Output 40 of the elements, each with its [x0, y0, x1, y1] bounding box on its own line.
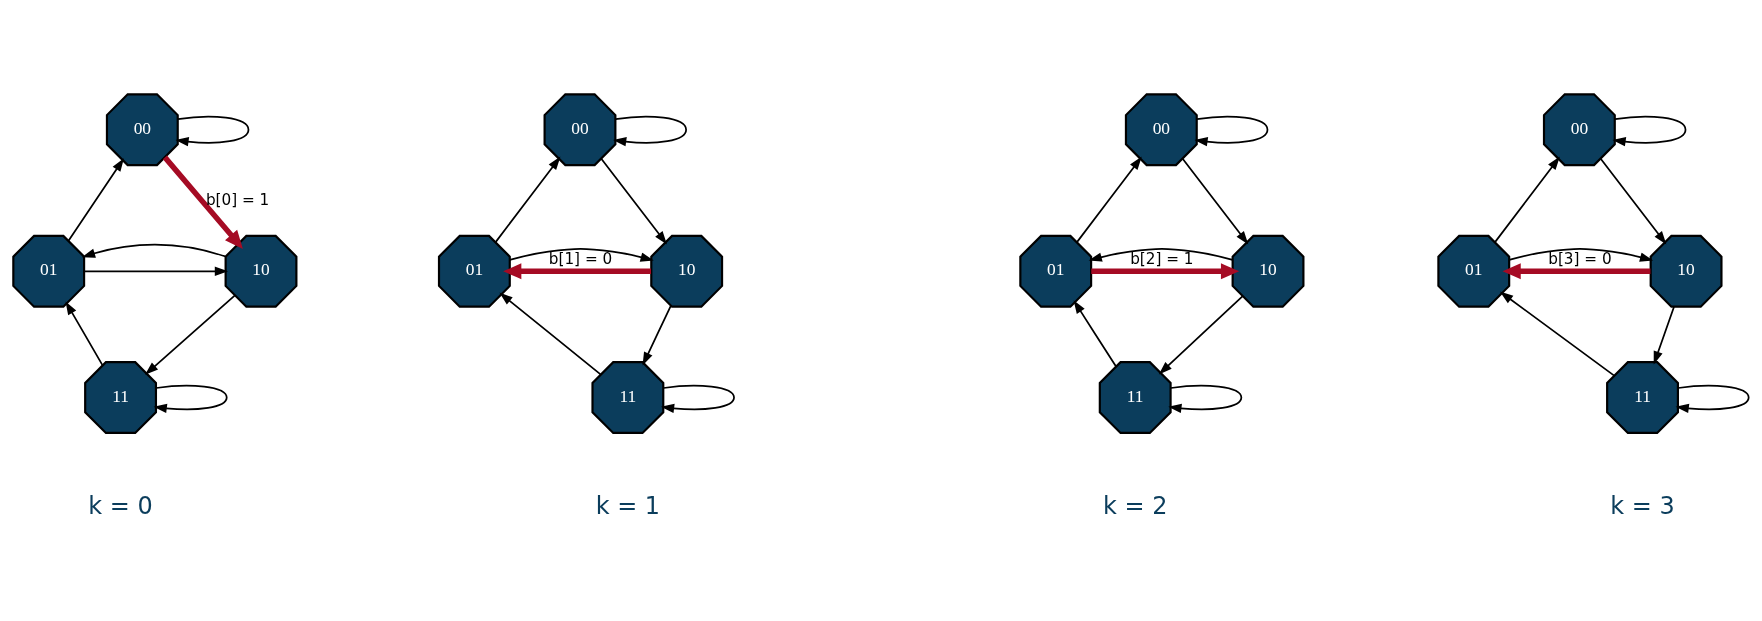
edge-label: b[3] = 0 — [1548, 249, 1612, 268]
arrow — [508, 247, 654, 262]
arrow — [83, 266, 229, 276]
arrow — [1073, 299, 1117, 367]
arrow — [613, 115, 687, 146]
arrow — [67, 157, 124, 242]
arrow — [1088, 247, 1234, 262]
label: k = 2 — [1103, 491, 1168, 520]
arrow — [162, 155, 243, 249]
edge-label: b[1] = 0 — [548, 249, 613, 268]
arrow — [1653, 305, 1675, 365]
arrow — [503, 262, 651, 279]
arrow — [1181, 157, 1249, 244]
arrow — [1502, 262, 1651, 279]
label: k = 3 — [1610, 491, 1675, 520]
arrow — [175, 115, 250, 146]
edge-label: b[0] = 1 — [205, 190, 270, 209]
edge-label: b[2] = 1 — [1130, 249, 1194, 268]
arrow — [494, 156, 561, 243]
arrow — [1508, 247, 1654, 262]
arrow — [145, 294, 236, 375]
arrow — [1158, 294, 1244, 374]
arrow — [81, 243, 227, 258]
arrow — [1091, 262, 1240, 279]
label: k = 0 — [88, 491, 153, 520]
arrow — [1168, 384, 1243, 413]
arrow — [1194, 115, 1269, 146]
arrow — [499, 292, 602, 375]
arrow — [1612, 115, 1687, 146]
arrow — [1499, 291, 1616, 376]
arrow — [1494, 156, 1560, 243]
arrow — [600, 157, 667, 244]
arrow — [1076, 156, 1142, 243]
arrow — [1599, 157, 1667, 244]
arrow — [642, 304, 672, 365]
label: k = 1 — [595, 491, 661, 520]
arrow — [65, 300, 104, 366]
arrow — [660, 384, 735, 413]
arrow — [153, 384, 228, 413]
arrow — [1675, 384, 1750, 413]
